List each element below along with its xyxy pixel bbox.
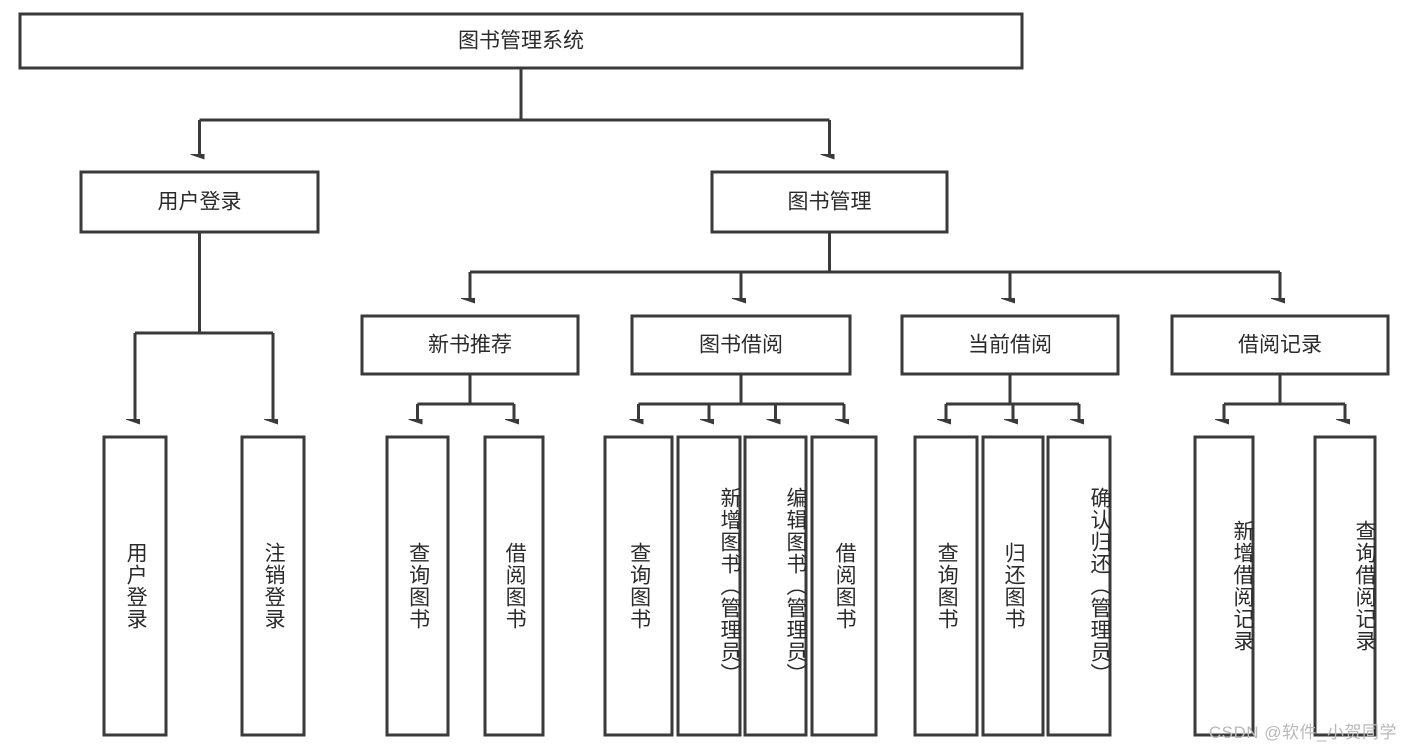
- node-root-system[interactable]: [18, 12, 1024, 70]
- leaf-0-0[interactable]: [385, 435, 450, 737]
- node-l2-2[interactable]: [900, 314, 1120, 376]
- leaf-userlogin-1[interactable]: [240, 435, 306, 737]
- leaf-1-0[interactable]: [603, 435, 674, 737]
- connector-lines: [135, 68, 1345, 420]
- node-l1-0-label: 用户登录: [158, 191, 242, 214]
- leaf-1-2[interactable]: [743, 435, 808, 737]
- node-l2-1[interactable]: [630, 314, 852, 376]
- leaf-2-1[interactable]: [981, 435, 1045, 737]
- node-l2-3-label: 借阅记录: [1238, 334, 1322, 357]
- leaf-1-3[interactable]: [810, 435, 878, 737]
- leaf-0-1[interactable]: [483, 435, 545, 737]
- csdn-watermark: CSDN @软件_小贺同学: [1208, 723, 1397, 742]
- leaf-3-1[interactable]: [1313, 435, 1377, 737]
- leaf-1-1[interactable]: [676, 435, 742, 737]
- node-l1-0[interactable]: [79, 170, 320, 234]
- node-l2-0[interactable]: [360, 314, 580, 376]
- node-l2-2-label: 当前借阅: [968, 334, 1052, 357]
- node-l2-3[interactable]: [1170, 314, 1390, 376]
- leaf-3-0[interactable]: [1193, 435, 1255, 737]
- node-l2-0-label: 新书推荐: [428, 334, 512, 357]
- node-l1-1-label: 图书管理: [788, 191, 872, 214]
- leaf-2-2[interactable]: [1046, 435, 1112, 737]
- node-l1-1[interactable]: [710, 170, 949, 234]
- node-l2-1-label: 图书借阅: [699, 334, 783, 357]
- node-root-system-label: 图书管理系统: [458, 30, 584, 53]
- leaf-userlogin-0[interactable]: [102, 435, 168, 737]
- leaf-2-0[interactable]: [913, 435, 979, 737]
